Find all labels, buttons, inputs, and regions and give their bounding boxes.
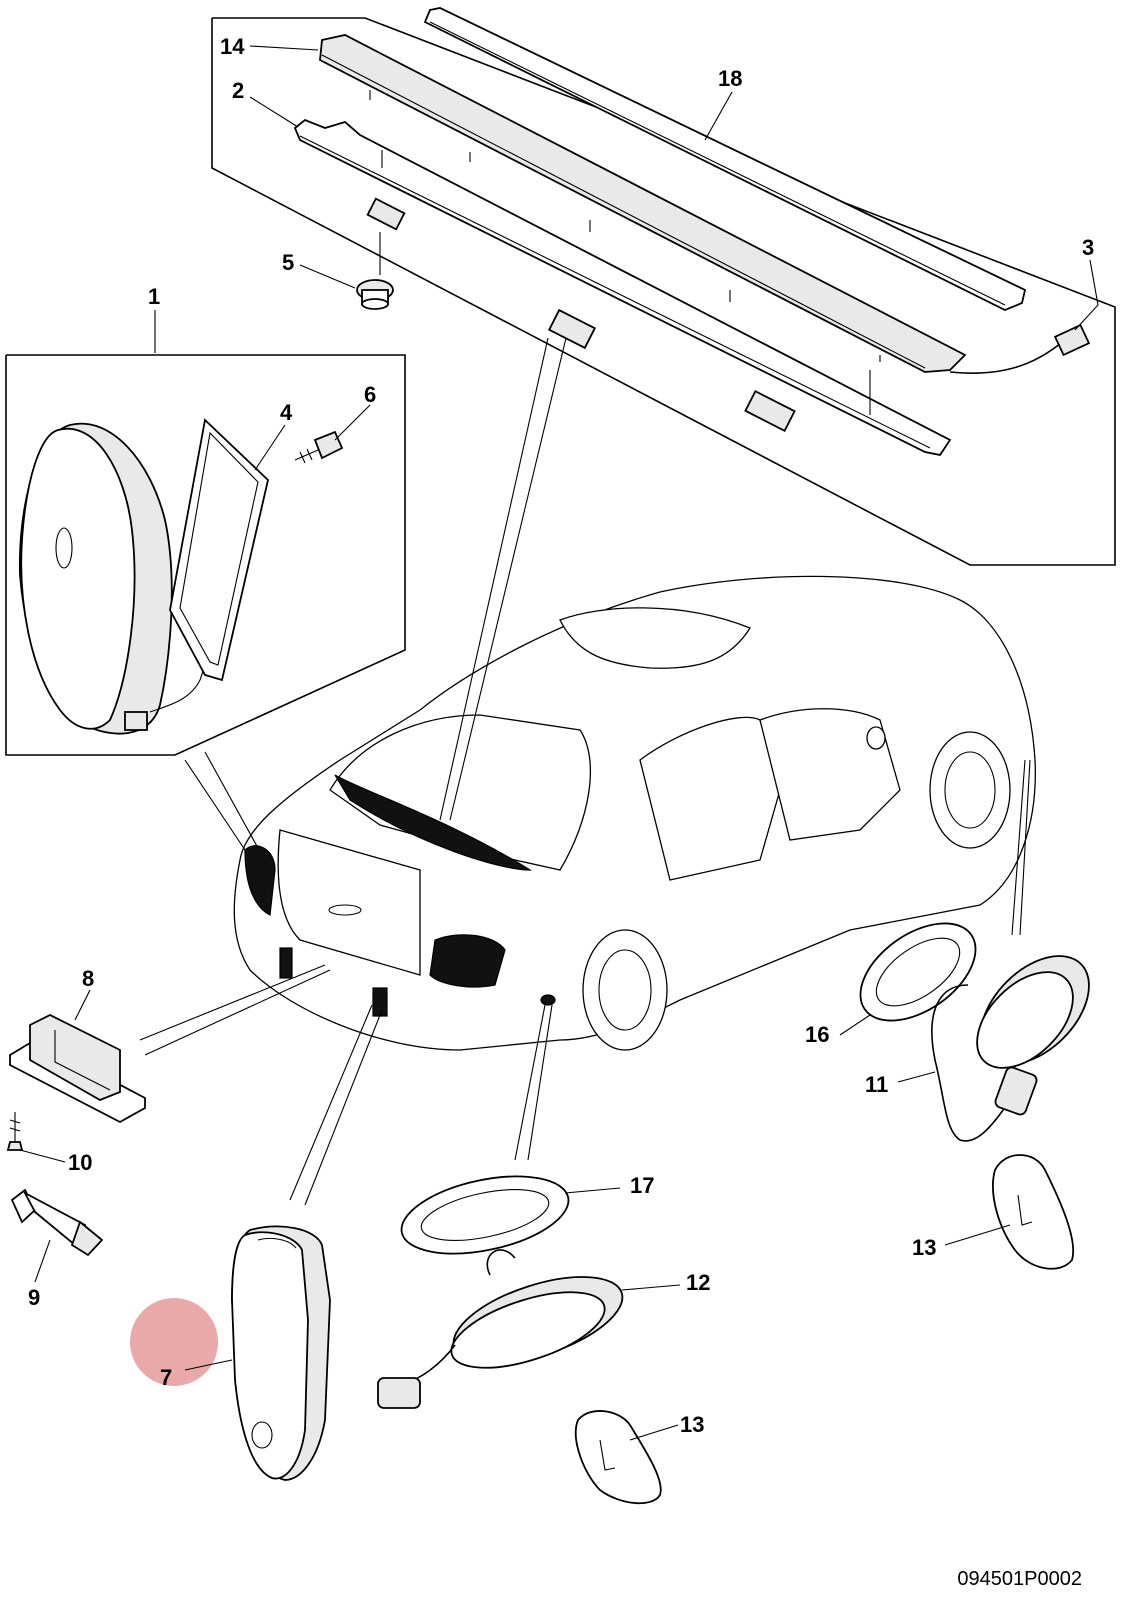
leader-lamp-to-car-2 — [204, 751, 259, 849]
callout-6: 6 — [364, 382, 376, 407]
callout-18: 18 — [718, 66, 742, 91]
callout-7: 7 — [160, 1365, 172, 1390]
leader-16 — [839, 1014, 871, 1036]
leader-plate-to-car-2 — [144, 969, 331, 1056]
leader-lamp-to-car — [184, 759, 246, 851]
part-9-bulb — [10, 1188, 104, 1257]
part-7-reflector — [231, 1225, 331, 1481]
highlight-circle — [130, 1298, 218, 1386]
part-13-bulb-lower — [574, 1410, 662, 1505]
leader-6 — [334, 404, 371, 441]
callout-12: 12 — [686, 1270, 710, 1295]
leader-2 — [249, 96, 299, 128]
callout-11: 11 — [865, 1072, 888, 1097]
callout-14: 14 — [220, 34, 245, 59]
leader-front-lamp-to-car-2 — [1019, 759, 1031, 936]
leader-rail-to-car — [439, 337, 549, 821]
callout-1: 1 — [148, 284, 160, 309]
part-6-screw — [294, 430, 344, 464]
leader-front-lamp-to-car — [1011, 759, 1026, 936]
leader-reflector-to-car — [289, 1004, 373, 1201]
part-3-cable — [949, 323, 1091, 374]
leader-8 — [74, 989, 91, 1021]
leader-side-lamp-to-car-2 — [527, 1004, 553, 1161]
leader-18 — [704, 91, 733, 141]
part-16-gasket — [859, 922, 977, 1022]
leader-5 — [299, 264, 356, 289]
inset-frame-spoiler — [211, 17, 1116, 566]
leader-13-right — [944, 1224, 1011, 1246]
part-4-gasket — [169, 418, 269, 682]
leader-11 — [897, 1071, 936, 1083]
part-8-plate-lamp — [9, 1013, 146, 1124]
callout-13-right: 13 — [912, 1235, 936, 1260]
leader-12 — [621, 1284, 681, 1291]
leader-plate-to-car — [139, 964, 326, 1041]
car-body — [233, 575, 1036, 1051]
leader-3 — [1074, 259, 1099, 331]
callout-13-lower: 13 — [680, 1412, 704, 1437]
part-5-grommet — [356, 232, 394, 310]
leader-reflector-to-car-2 — [304, 1009, 383, 1206]
callout-10: 10 — [68, 1150, 92, 1175]
callout-9: 9 — [28, 1285, 40, 1310]
leader-7 — [184, 1359, 233, 1371]
callout-4: 4 — [280, 400, 293, 425]
leader-13-lower — [629, 1424, 679, 1441]
callout-16: 16 — [805, 1022, 829, 1047]
callout-3: 3 — [1082, 235, 1094, 260]
leader-9 — [34, 1239, 51, 1283]
part-18-strip — [423, 7, 1027, 311]
part-11-front-lamp — [931, 955, 1090, 1142]
leader-10 — [19, 1149, 66, 1163]
part-1-rear-lamp — [18, 422, 206, 735]
inset-frame-rear-lamp — [5, 354, 406, 756]
callout-2: 2 — [232, 78, 244, 103]
leader-17 — [564, 1187, 621, 1194]
callout-5: 5 — [282, 250, 294, 275]
callout-17: 17 — [630, 1173, 654, 1198]
part-13-bulb-right — [992, 1154, 1075, 1270]
part-17-gasket — [400, 1175, 570, 1255]
document-id: 094501P0002 — [957, 1568, 1082, 1590]
leader-14 — [249, 45, 319, 51]
leader-rail-to-car-2 — [449, 337, 567, 821]
leader-side-lamp-to-car — [514, 1004, 546, 1161]
leader-4 — [254, 424, 286, 471]
callout-8: 8 — [82, 966, 94, 991]
part-12-side-lamp — [377, 1249, 624, 1409]
part-2-rail — [293, 118, 952, 457]
part-14-spoiler — [319, 34, 967, 373]
part-10-screw — [6, 1112, 24, 1151]
